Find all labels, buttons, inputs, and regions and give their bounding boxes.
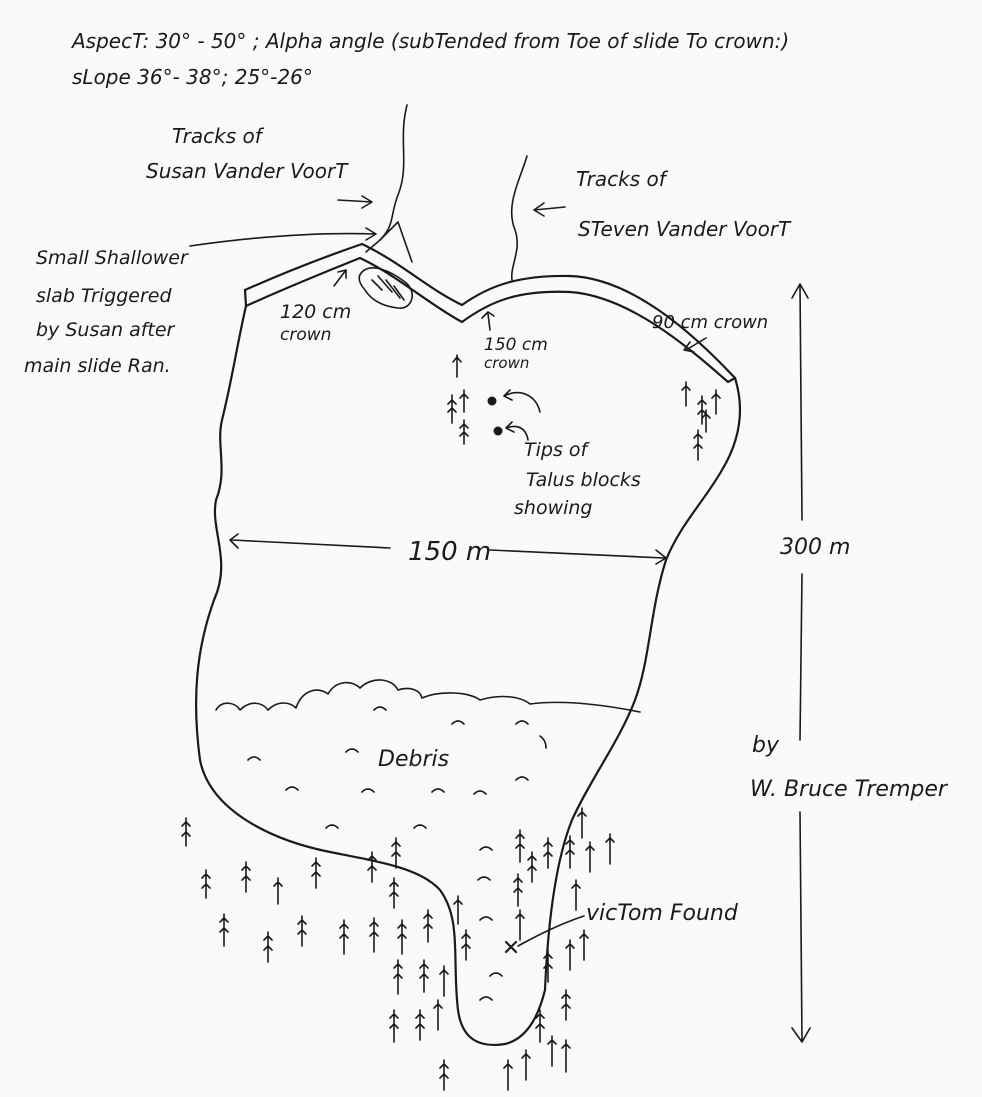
label-height: 300 m [780,535,850,560]
label-crown-120-1: 120 cm [280,301,351,323]
talus-arrow-1 [504,390,540,412]
label-talus-1: Tips of [524,439,591,461]
label-victim: vicTom Found [586,901,739,926]
label-tracks-steven-2: STeven Vander VoorT [578,217,792,241]
label-tracks-steven-1: Tracks of [576,167,669,191]
label-crown-150-2: crown [484,354,529,372]
height-dimension-arrow [792,284,810,1042]
label-crown-150-1: 150 cm [484,335,548,355]
susan-track-arrow [338,196,372,208]
label-talus-3: showing [514,497,593,519]
steven-track [512,156,527,280]
label-debris: Debris [378,747,449,772]
label-width: 150 m [408,537,491,567]
small-slab-outline [359,268,412,308]
small-slab-leader [190,228,376,246]
crown-120-arrow [334,270,346,286]
talus-block-1 [488,397,497,406]
label-author-2: W. Bruce Tremper [750,777,949,802]
slide-path-left [196,306,545,1045]
talus-block-2 [494,427,503,436]
label-small-slab-4: main slide Ran. [24,355,171,377]
steven-track-arrow [534,203,565,216]
label-author-1: by [752,733,780,758]
victim-x-icon [506,942,516,952]
label-small-slab-1: Small Shallower [36,247,189,269]
small-slab-hatch [372,276,404,300]
talus-arrow-2 [506,422,528,440]
label-crown-90: 90 cm crown [652,312,768,333]
label-tracks-susan-2: Susan Vander VoorT [146,159,349,183]
label-talus-2: Talus blocks [526,469,641,491]
header-line-2: sLope 36°- 38°; 25°-26° [72,65,313,89]
label-small-slab-3: by Susan after [36,319,176,341]
susan-track [380,105,407,240]
crown-150-arrow [482,312,494,330]
debris-boundary [216,680,640,712]
runout-trees [182,808,614,1090]
label-small-slab-2: slab Triggered [36,285,172,307]
label-tracks-susan-1: Tracks of [172,124,265,148]
header-line-1: AspecT: 30° - 50° ; Alpha angle (subTend… [70,29,789,53]
label-crown-120-2: crown [280,325,331,345]
crown-left-cap [245,290,246,306]
